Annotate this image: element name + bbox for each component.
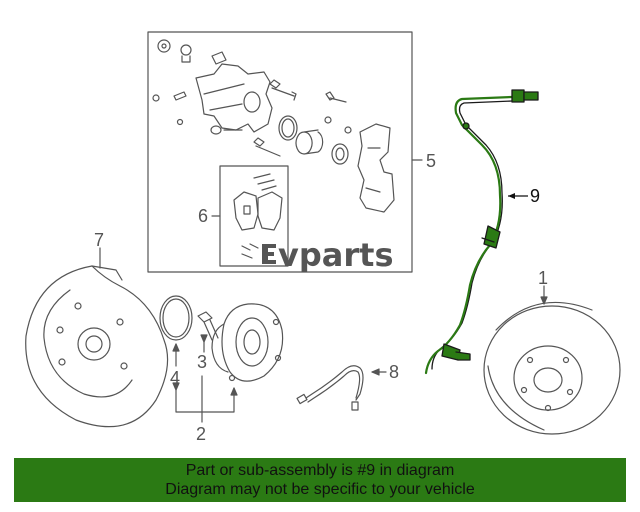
guide-pin-lower bbox=[253, 137, 281, 157]
brake-rotor bbox=[483, 301, 621, 435]
ev-logo-icon bbox=[262, 244, 276, 264]
watermark-text: vparts bbox=[278, 236, 393, 274]
hub-bearing bbox=[211, 303, 284, 382]
callout-7: 7 bbox=[94, 230, 104, 250]
callout-2: 2 bbox=[196, 424, 206, 444]
hub-bolt bbox=[197, 311, 219, 341]
banner-line-1: Part or sub-assembly is #9 in diagram bbox=[185, 462, 455, 479]
watermark: vparts bbox=[262, 236, 393, 274]
banner-line-2: Diagram may not be specific to your vehi… bbox=[165, 481, 475, 498]
callout-3: 3 bbox=[197, 352, 207, 372]
brake-hose bbox=[296, 365, 364, 411]
bleeder-bolt bbox=[325, 91, 347, 103]
callout-5: 5 bbox=[426, 151, 436, 171]
leader-2 bbox=[175, 375, 235, 423]
backing-plate bbox=[25, 265, 169, 428]
callout-6: 6 bbox=[198, 206, 208, 226]
part-info-banner: Part or sub-assembly is #9 in diagram Di… bbox=[14, 458, 626, 502]
callout-1: 1 bbox=[538, 268, 548, 288]
caliper-hardware bbox=[152, 39, 227, 126]
callout-4: 4 bbox=[170, 368, 180, 388]
wheel-speed-sensor bbox=[424, 89, 539, 375]
dust-boot bbox=[331, 143, 349, 165]
callout-9: 9 bbox=[530, 186, 540, 206]
caliper-piston bbox=[295, 129, 324, 155]
caliper-housing bbox=[357, 123, 395, 213]
pad-kit-box bbox=[219, 165, 289, 267]
callout-8: 8 bbox=[389, 362, 399, 382]
guide-pin-upper bbox=[269, 79, 297, 101]
brake-pad-set bbox=[233, 173, 283, 259]
o-ring bbox=[159, 295, 193, 341]
caliper-carrier bbox=[195, 63, 273, 133]
parts-diagram: vparts 5 6 7 9 1 3 4 8 2 bbox=[25, 31, 621, 444]
piston-seal bbox=[278, 115, 298, 141]
